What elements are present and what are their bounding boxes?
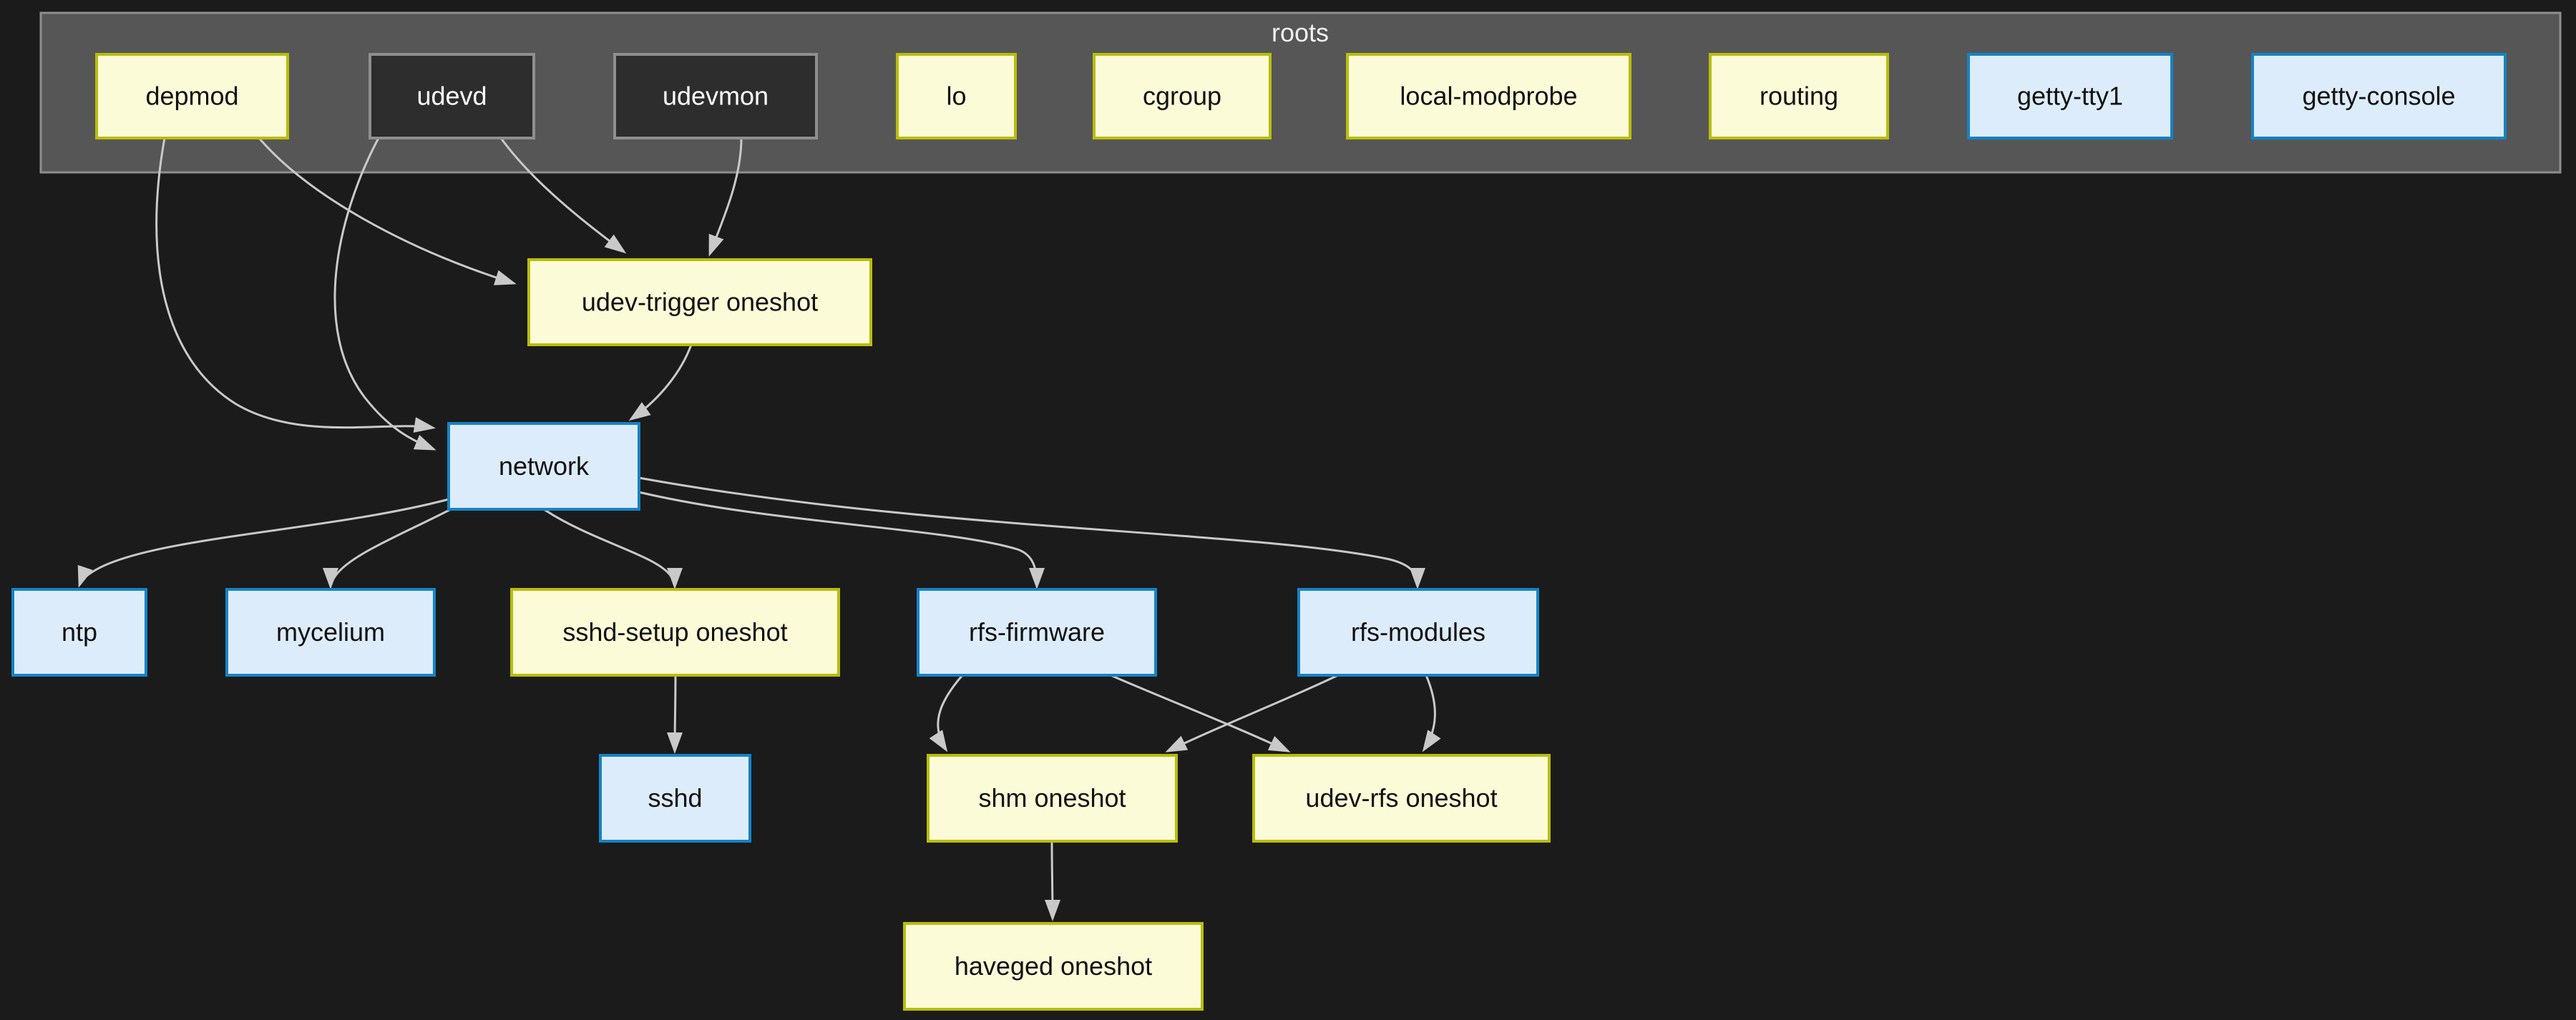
node-ntp: ntp xyxy=(11,588,147,677)
node-local-modprobe-box xyxy=(1346,53,1631,139)
node-getty-tty1-box xyxy=(1967,53,2173,139)
node-getty-console-box xyxy=(2251,53,2507,139)
node-network: network xyxy=(447,422,640,511)
node-getty-tty1: getty-tty1 xyxy=(1967,53,2173,139)
node-udev-trigger-oneshot: udev-trigger oneshot xyxy=(527,258,872,346)
node-mycelium-box xyxy=(225,588,436,677)
edge-rfs-modules-to-udev-rfs-oneshot xyxy=(1422,675,1441,752)
edge-network-to-mycelium xyxy=(323,508,452,589)
edge-rfs-firmware-to-shm-oneshot xyxy=(929,675,964,752)
node-udev-rfs-oneshot-box xyxy=(1252,754,1551,843)
node-shm-oneshot-box xyxy=(927,754,1178,843)
node-depmod-box xyxy=(95,53,289,139)
nodes-layer: depmod udevd udevmon lo cgroup local-modprobe… xyxy=(11,53,2507,1011)
node-local-modprobe: local-modprobe xyxy=(1346,53,1631,139)
edge-udevmon-to-udev-trigger-oneshot xyxy=(708,137,743,257)
edge-shm-oneshot-to-haveged-oneshot xyxy=(1044,840,1060,921)
node-sshd-box xyxy=(599,754,751,843)
node-lo-box xyxy=(896,53,1017,139)
node-sshd-setup-oneshot: sshd-setup oneshot xyxy=(510,588,840,677)
node-rfs-modules: rfs-modules xyxy=(1297,588,1539,677)
edge-network-to-rfs-firmware xyxy=(638,491,1045,589)
edge-network-to-sshd-setup-oneshot xyxy=(543,508,683,589)
node-routing: routing xyxy=(1709,53,1889,139)
node-udevd-box xyxy=(369,53,535,139)
edge-network-to-ntp xyxy=(77,498,449,588)
node-sshd: sshd xyxy=(599,754,751,843)
edge-udevd-to-network xyxy=(333,137,436,451)
node-sshd-setup-oneshot-box xyxy=(510,588,840,677)
node-lo: lo xyxy=(896,53,1017,139)
node-udev-trigger-oneshot-box xyxy=(527,258,872,346)
node-mycelium: mycelium xyxy=(225,588,436,677)
node-rfs-modules-box xyxy=(1297,588,1539,677)
node-shm-oneshot: shm oneshot xyxy=(927,754,1178,843)
node-udevd: udevd xyxy=(369,53,535,139)
node-udev-rfs-oneshot: udev-rfs oneshot xyxy=(1252,754,1551,843)
node-rfs-firmware: rfs-firmware xyxy=(917,588,1157,677)
node-haveged-oneshot: haveged oneshot xyxy=(903,922,1204,1011)
node-cgroup: cgroup xyxy=(1093,53,1272,139)
edge-udev-trigger-oneshot-to-network xyxy=(628,344,693,421)
node-ntp-box xyxy=(11,588,147,677)
node-haveged-oneshot-box xyxy=(903,922,1204,1011)
edge-depmod-to-network xyxy=(155,137,436,433)
node-udevmon-box xyxy=(613,53,818,139)
edges-layer xyxy=(77,137,1441,921)
node-network-box xyxy=(447,422,640,511)
node-udevmon: udevmon xyxy=(613,53,818,139)
edge-udevd-to-udev-trigger-oneshot xyxy=(499,137,627,254)
node-routing-box xyxy=(1709,53,1889,139)
edge-rfs-modules-to-shm-oneshot xyxy=(1165,674,1339,752)
node-getty-console: getty-console xyxy=(2251,53,2507,139)
edge-rfs-firmware-to-udev-rfs-oneshot xyxy=(1110,674,1291,752)
node-cgroup-box xyxy=(1093,53,1272,139)
node-depmod: depmod xyxy=(95,53,289,139)
edge-network-to-rfs-modules xyxy=(638,476,1425,589)
node-rfs-firmware-box xyxy=(917,588,1157,677)
edge-depmod-to-udev-trigger-oneshot xyxy=(258,137,517,285)
